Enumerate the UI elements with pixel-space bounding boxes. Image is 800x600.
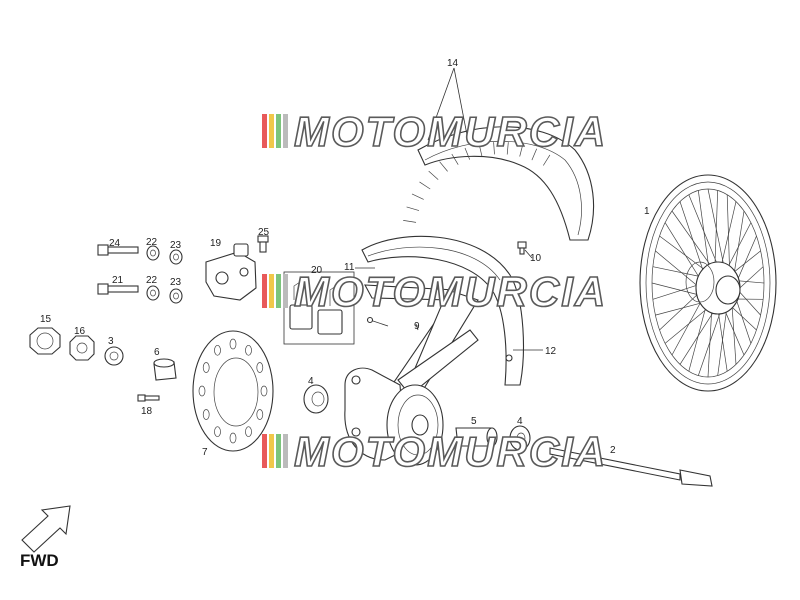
brake-disc-part (192, 330, 274, 452)
watermark-band: MOTOMURCIA (262, 427, 607, 476)
bearing-part (509, 425, 531, 451)
watermark-stripe (269, 114, 274, 148)
cap-nut-part (29, 327, 61, 355)
bleed-screw-part (257, 235, 269, 253)
callout-18: 18 (141, 406, 153, 417)
callout-23: 23 (170, 240, 182, 251)
callout-7: 7 (202, 447, 208, 458)
watermark-stripe (262, 274, 267, 308)
callout-16: 16 (74, 326, 86, 337)
watermark-stripe (276, 434, 281, 468)
fender-bolt-part (366, 316, 389, 327)
callout-2: 2 (610, 445, 616, 456)
seal-part (104, 346, 124, 366)
watermark-stripe (283, 114, 288, 148)
callout-25: 25 (258, 227, 270, 238)
callout-22: 22 (146, 237, 158, 248)
fwd-label: FWD (20, 551, 59, 570)
forward-arrow-icon (21, 505, 71, 553)
front-wheel-part (639, 174, 777, 392)
callout-5: 5 (471, 416, 477, 427)
leader-lines (355, 249, 533, 331)
watermark-stripe (276, 114, 281, 148)
callout-1: 1 (644, 206, 650, 217)
callout-12: 12 (545, 346, 557, 357)
watermark-layer: MOTOMURCIA MOTOMURCIA MOTOMURCIA (262, 107, 607, 476)
brake-caliper-part (205, 243, 257, 301)
watermark-text: MOTOMURCIA (294, 108, 607, 155)
watermark-stripe (283, 434, 288, 468)
axle-part (549, 447, 713, 487)
small-bolt-part (137, 394, 160, 402)
watermark-text: MOTOMURCIA (294, 268, 607, 315)
nut-part (169, 249, 183, 265)
washer-part (146, 245, 160, 261)
callout-20: 20 (311, 265, 323, 276)
bolt-part (97, 283, 139, 295)
callout-4: 4 (517, 416, 523, 427)
bushing-part (455, 427, 498, 447)
watermark-text: MOTOMURCIA (294, 428, 607, 475)
watermark-stripe (262, 114, 267, 148)
tire-part (403, 67, 595, 241)
callout-14: 14 (447, 58, 459, 69)
callout-6: 6 (154, 347, 160, 358)
callout-4: 4 (308, 376, 314, 387)
callout-10: 10 (530, 253, 542, 264)
callout-labels: 1 2 3 4 4 5 6 7 9 10 11 12 14 15 16 18 1… (40, 58, 650, 458)
callout-21: 21 (112, 275, 124, 286)
watermark-stripe (269, 274, 274, 308)
callout-19: 19 (210, 238, 222, 249)
watermark-stripe (262, 434, 267, 468)
nut-part (169, 288, 183, 304)
watermark-stripe (269, 434, 274, 468)
callout-9: 9 (414, 321, 420, 332)
callout-24: 24 (109, 238, 121, 249)
watermark-band: MOTOMURCIA (262, 107, 607, 156)
washer-part (146, 285, 160, 301)
callout-3: 3 (108, 336, 114, 347)
fender-part (361, 235, 543, 386)
fender-screw-part (517, 241, 527, 255)
watermark-stripe (283, 274, 288, 308)
bolt-part (97, 244, 139, 256)
watermark-stripe (276, 274, 281, 308)
callout-15: 15 (40, 314, 52, 325)
watermark-band: MOTOMURCIA (262, 267, 607, 316)
spacer-part (153, 358, 177, 381)
callout-11: 11 (344, 262, 355, 273)
callout-23: 23 (170, 277, 182, 288)
brake-pads-part (283, 271, 355, 345)
callout-22: 22 (146, 275, 158, 286)
wheel-hub-part (344, 367, 444, 466)
bearing-part (303, 384, 329, 414)
hex-nut-part (69, 335, 95, 361)
